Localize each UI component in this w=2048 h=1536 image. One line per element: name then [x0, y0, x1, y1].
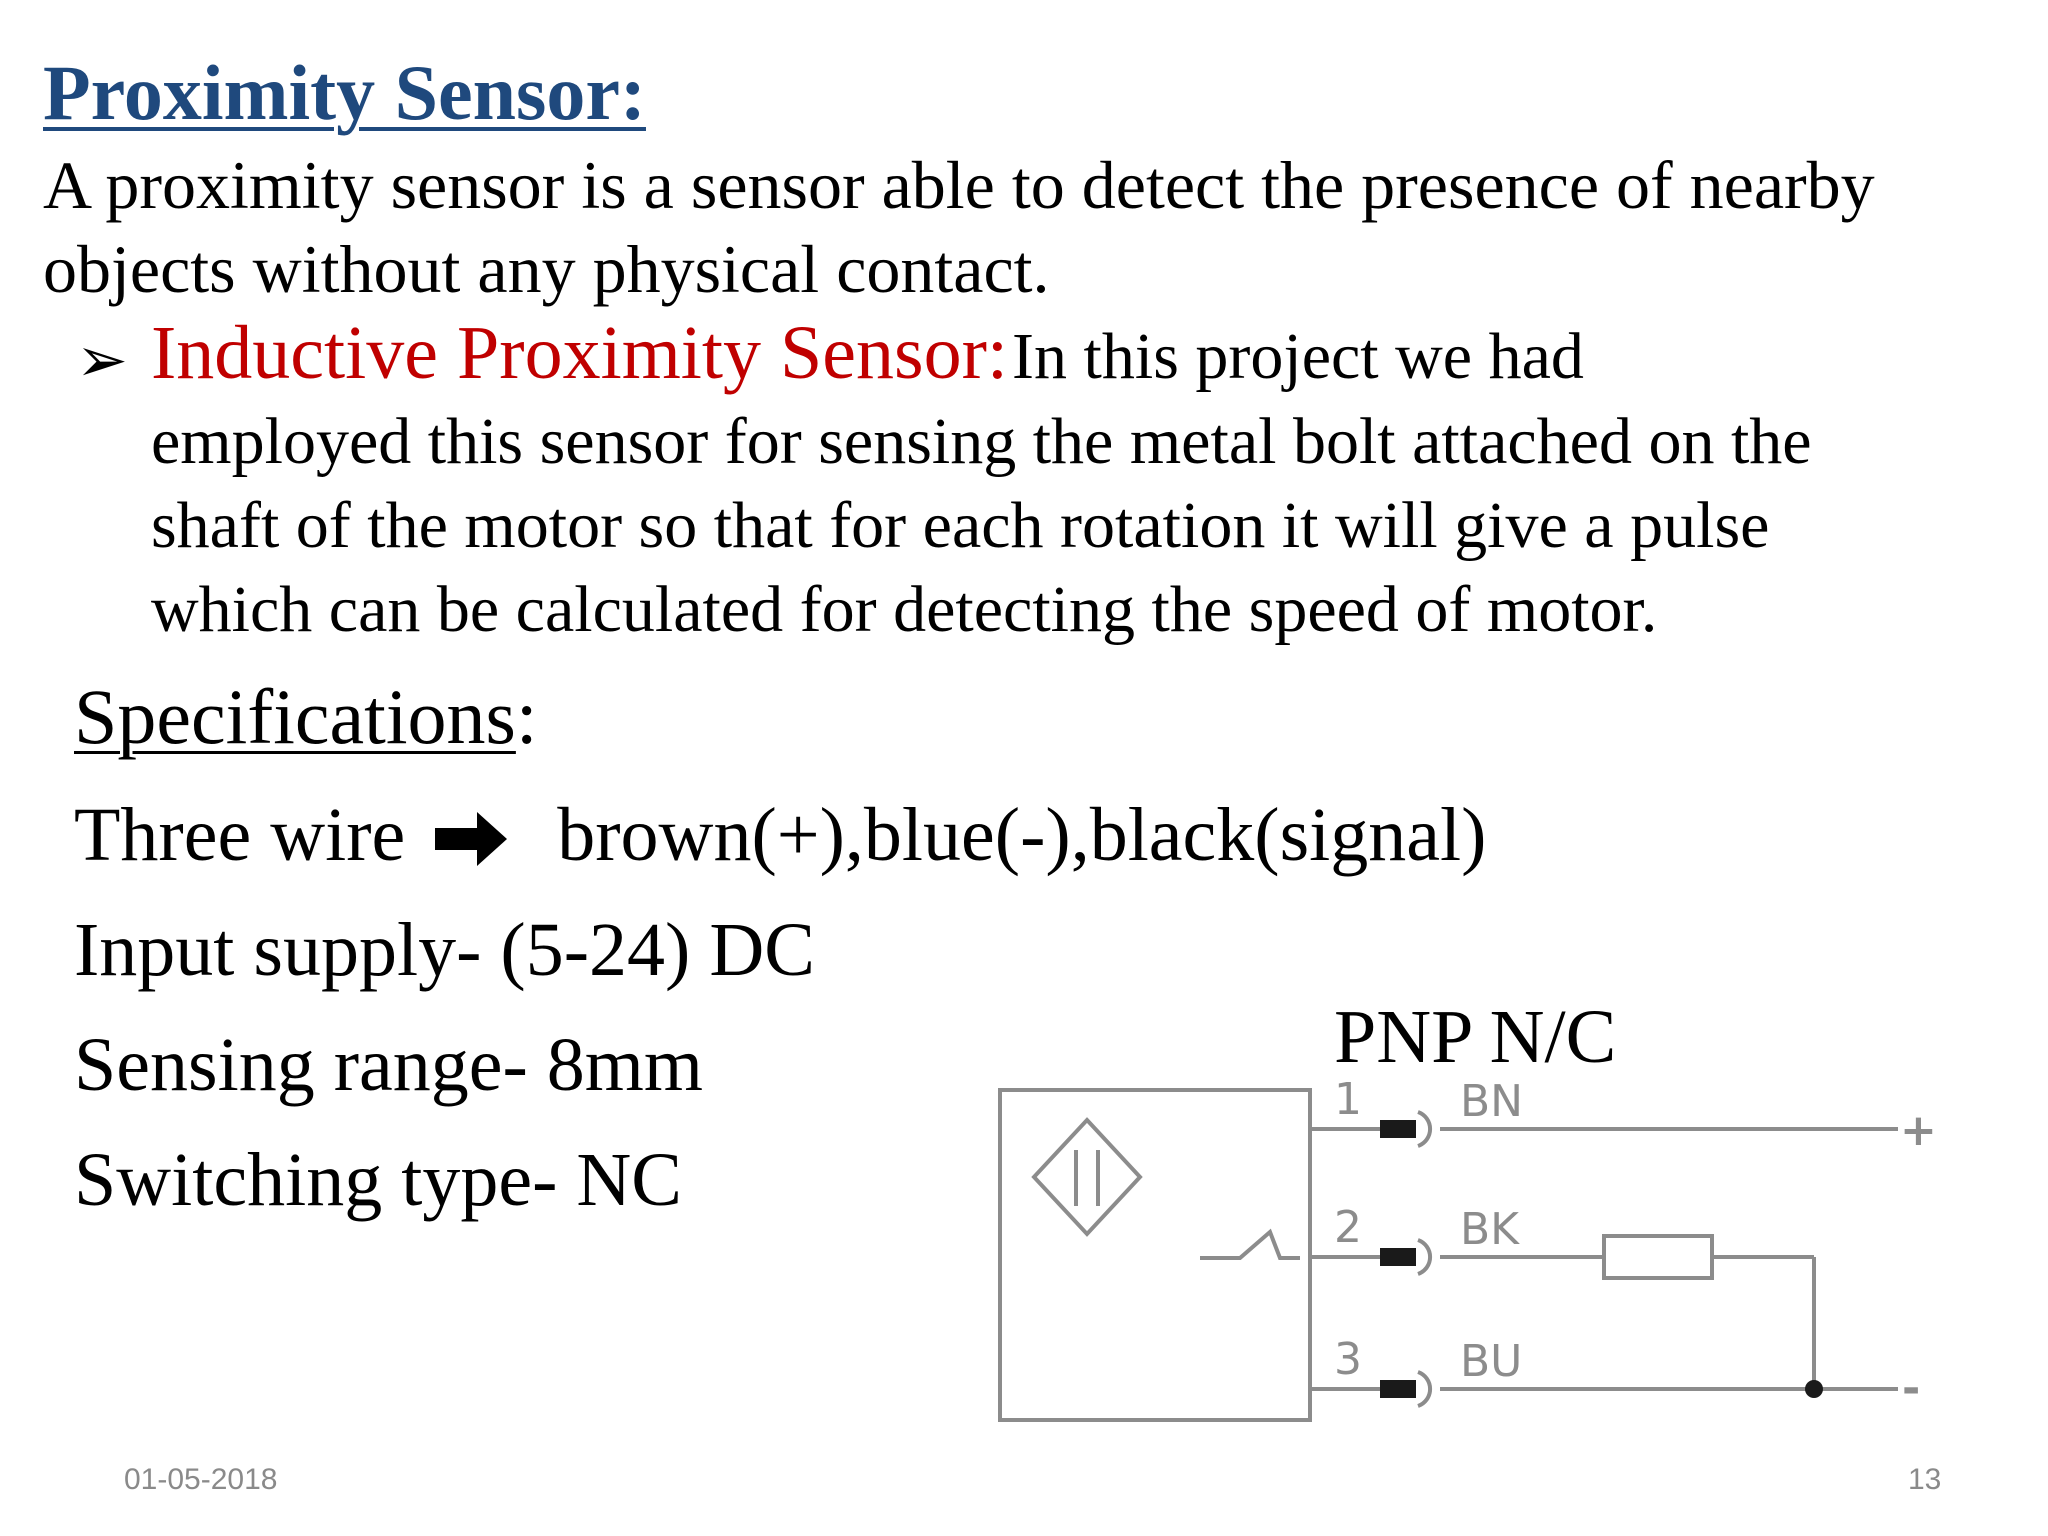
connector-plug-icon [1380, 1248, 1416, 1266]
wire-label: BU [1460, 1336, 1522, 1387]
terminal-minus: - [1902, 1363, 1920, 1414]
wiring-diagram: 1 2 3 BN BK BU + - [998, 1074, 1937, 1422]
specifications-heading-text: Specifications [74, 673, 516, 760]
wire-label: BN [1460, 1076, 1523, 1127]
load-resistor-icon [1602, 1234, 1714, 1280]
connector-socket-icon [1417, 1110, 1433, 1148]
bullet-first-line: Inductive Proximity Sensor: In this proj… [151, 308, 1584, 419]
connector-socket-icon [1417, 1238, 1433, 1276]
intro-text: A proximity sensor is a sensor able to d… [43, 147, 1875, 307]
spec-three-wire: Three wire brown(+),blue(-),black(signal) [74, 788, 1486, 890]
specifications-heading: Specifications: [74, 670, 538, 764]
right-arrow-icon [433, 796, 509, 890]
inductive-sensor-symbol [1031, 1117, 1143, 1237]
footer-date: 01-05-2018 [124, 1463, 278, 1496]
pin-number: 1 [1334, 1074, 1362, 1125]
spec-sensing-range: Sensing range- 8mm [74, 1023, 704, 1107]
wire-label: BK [1460, 1204, 1520, 1255]
connector-plug-icon [1380, 1380, 1416, 1398]
bullet-text-line: which can be calculated for detecting th… [151, 573, 1658, 646]
bullet-text-line: In this project we had [1012, 320, 1584, 393]
sensor-body [998, 1088, 1312, 1422]
pin-number: 3 [1334, 1334, 1362, 1385]
pin-number: 2 [1334, 1202, 1362, 1253]
connector-plug-icon [1380, 1120, 1416, 1138]
footer-page-number: 13 [1908, 1463, 1942, 1496]
three-wire-label: Three wire [74, 793, 406, 877]
spec-switching-type: Switching type- NC [74, 1138, 682, 1222]
connector-socket-icon [1417, 1370, 1433, 1408]
arrow-bullet-icon: ➢ [76, 323, 128, 396]
diagram-title: PNP N/C [1334, 995, 1617, 1079]
bullet-heading: Inductive Proximity Sensor: [151, 311, 1009, 395]
switch-symbol-icon [1200, 1228, 1300, 1260]
three-wire-value: brown(+),blue(-),black(signal) [557, 793, 1487, 877]
spec-input-supply: Input supply- (5-24) DC [74, 908, 815, 992]
bullet-text-line: employed this sensor for sensing the met… [151, 405, 1812, 478]
bullet-text-line: shaft of the motor so that for each rota… [151, 489, 1770, 562]
slide-title: Proximity Sensor: [43, 49, 646, 136]
junction-dot [1805, 1380, 1823, 1398]
terminal-plus: + [1900, 1105, 1937, 1156]
specifications-colon: : [515, 673, 538, 760]
